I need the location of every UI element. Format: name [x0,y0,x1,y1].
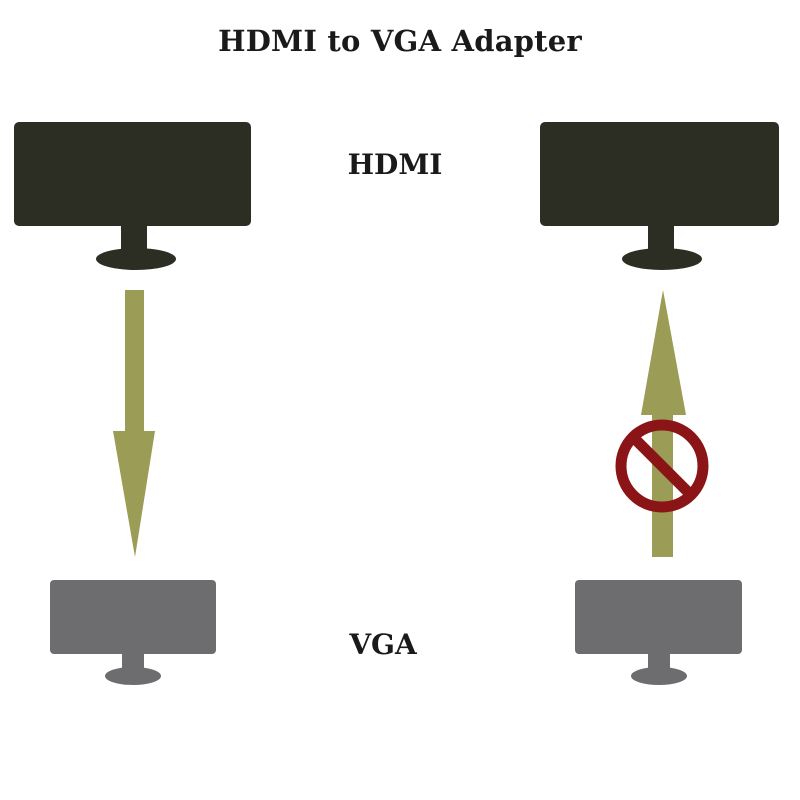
no-entry-icon [615,419,709,513]
arrow-up-icon [641,290,686,557]
monitor-base [631,667,687,685]
monitor-screen [50,580,216,654]
monitor-base [96,248,176,270]
vga-label: VGA [349,628,417,661]
monitor-screen [575,580,742,654]
monitor-screen [14,122,251,226]
arrow-down-icon [113,290,155,557]
monitor-screen [540,122,779,226]
diagram-title: HDMI to VGA Adapter [218,24,582,58]
hdmi-monitor-right [540,122,779,270]
monitor-base [105,667,161,685]
vga-monitor-left [50,580,216,685]
monitor-base [622,248,702,270]
vga-monitor-right [575,580,742,685]
hdmi-monitor-left [14,122,251,270]
hdmi-label: HDMI [347,148,443,181]
